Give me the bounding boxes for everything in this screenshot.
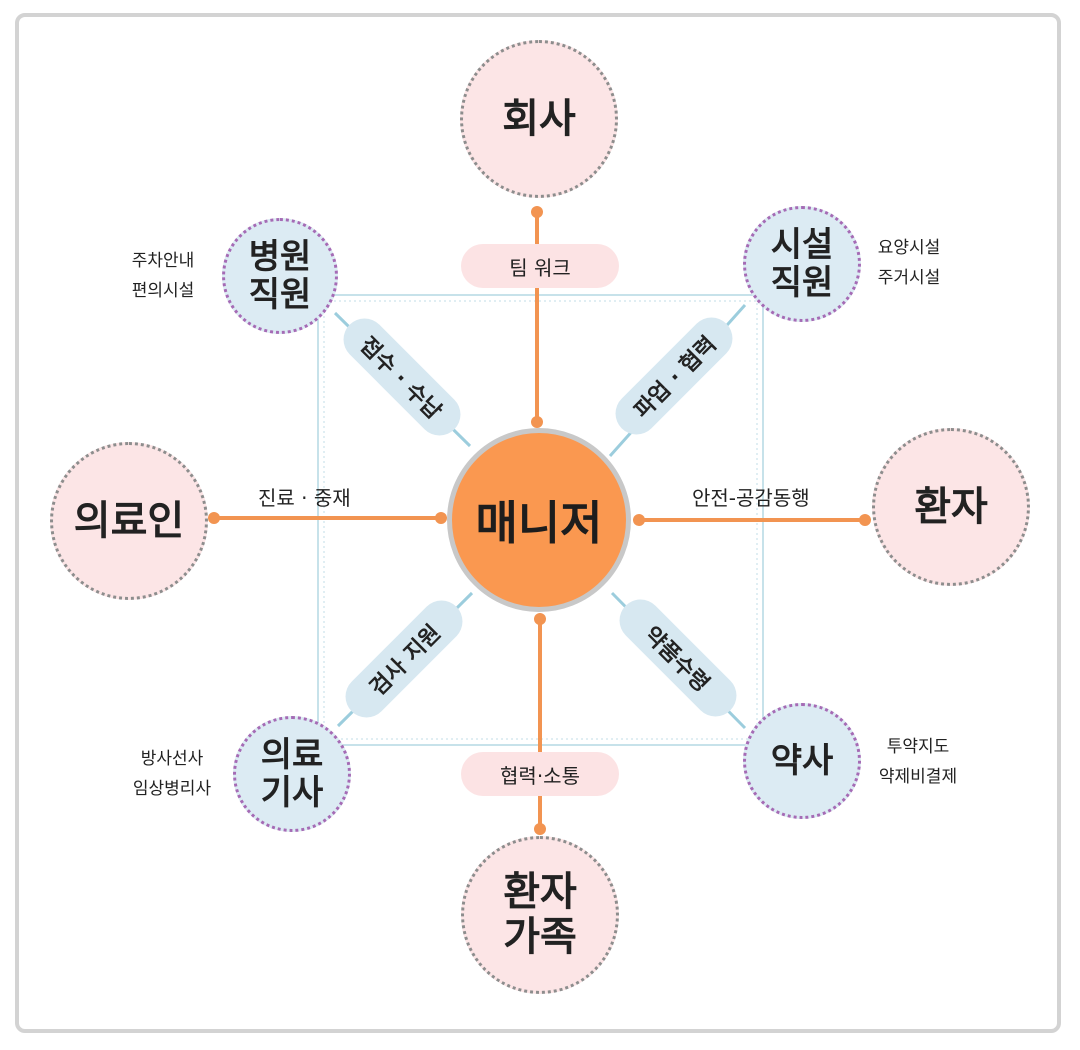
node-hospital-staff: 병원 직원 — [222, 218, 338, 334]
note-medical-technician: 방사선사 임상병리사 — [132, 749, 212, 799]
connector-top-dot-1 — [531, 206, 543, 218]
node-company: 회사 — [460, 40, 618, 198]
node-manager: 매니저 — [447, 428, 631, 612]
node-patient: 환자 — [872, 428, 1030, 586]
link-left: 진료 · 중재 — [258, 486, 351, 510]
note-facility-staff: 요양시설 주거시설 — [877, 238, 941, 288]
node-facility-staff: 시설 직원 — [743, 206, 861, 322]
note-pharmacist: 투약지도 약제비결제 — [878, 737, 958, 787]
node-pharmacist: 약사 — [743, 703, 861, 819]
note-hospital-staff: 주차안내 편의시설 — [131, 251, 195, 301]
connector-bottom-dot-1 — [534, 613, 546, 625]
connector-left-dot-2 — [435, 512, 447, 524]
connector-right-dot-1 — [633, 514, 645, 526]
node-patient-family: 환자 가족 — [461, 836, 619, 994]
connector-bottom-dot-2 — [534, 823, 546, 835]
link-bottom: 협력·소통 — [461, 752, 619, 796]
link-top: 팀 워크 — [461, 244, 619, 288]
connector-top-dot-2 — [531, 416, 543, 428]
connector-right-dot-2 — [859, 514, 871, 526]
node-medical-technician: 의료 기사 — [233, 716, 351, 832]
connector-left-dot-1 — [208, 512, 220, 524]
link-right: 안전-공감동행 — [692, 486, 810, 510]
node-medical-staff: 의료인 — [50, 442, 208, 600]
